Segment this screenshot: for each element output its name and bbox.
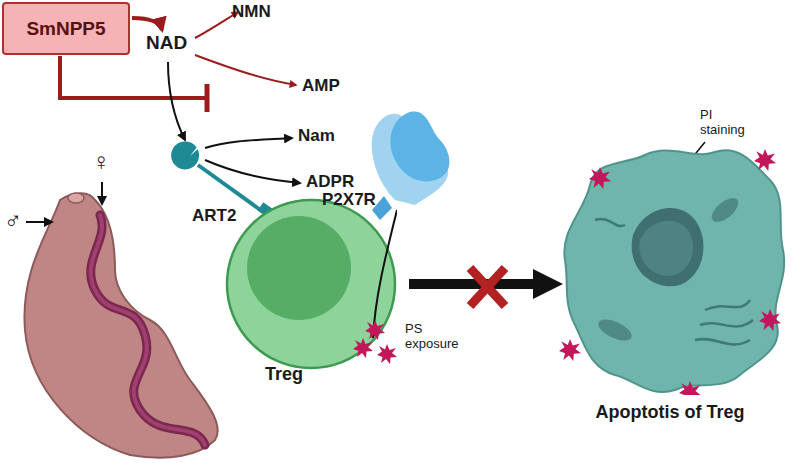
p2x7-receptor (372, 112, 450, 220)
cell-outline (225, 198, 397, 370)
inhibition-bar (205, 84, 210, 112)
enzyme-box: SmNPP5 (2, 2, 130, 55)
ps-label: PS exposure (405, 322, 465, 352)
female-symbol: ♀ (92, 148, 110, 176)
substrate-arrow (168, 62, 185, 140)
treg-cell: Treg (225, 198, 397, 370)
product-label: Nam (298, 126, 335, 146)
block-cross (470, 268, 505, 306)
art2-enzyme (166, 136, 204, 174)
product-label: NMN (232, 2, 271, 22)
substrate-label: NAD (146, 32, 187, 54)
product-arrow (205, 138, 292, 148)
enzyme-name: SmNPP5 (26, 18, 105, 40)
cell-caption: Apoptotis of Treg (595, 402, 745, 423)
stain-label: PI staining (700, 108, 755, 138)
product-arrow (195, 55, 296, 85)
enzyme-label: ART2 (192, 206, 236, 226)
inhibition-line (60, 56, 205, 98)
apoptotic-cell: Apoptotis of Treg (555, 140, 790, 395)
product-arrow (205, 160, 300, 183)
receptor-label: P2X7R (322, 190, 376, 210)
enzyme-arrow (132, 18, 162, 30)
cell-caption: Treg (265, 364, 303, 385)
schistosome-worms (24, 182, 217, 458)
product-label: ADPR (306, 172, 354, 192)
product-arrow (195, 12, 238, 38)
male-symbol: ♂ (4, 206, 22, 234)
product-label: AMP (302, 76, 340, 96)
cell-outline (555, 140, 790, 395)
